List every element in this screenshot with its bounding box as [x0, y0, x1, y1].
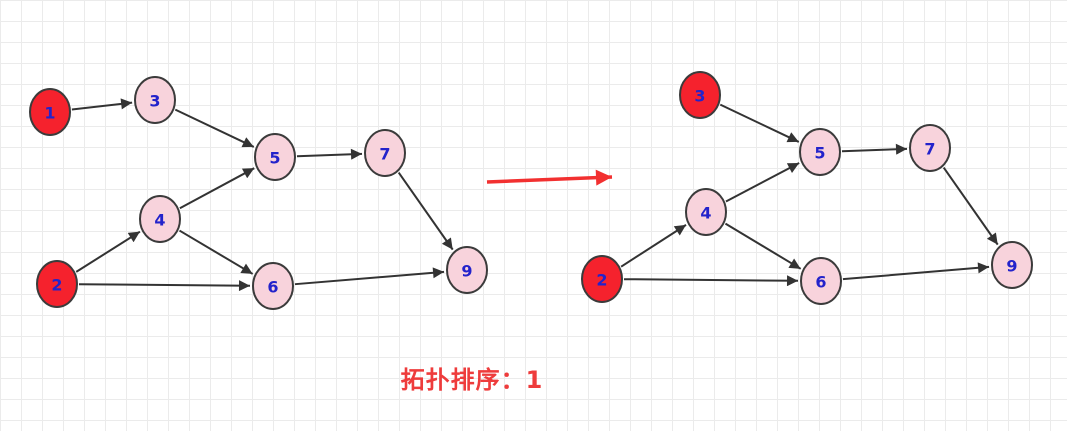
node-label: 4: [700, 204, 711, 223]
edge-3-5: [719, 103, 800, 143]
node-3: 3: [679, 71, 721, 119]
node-ellipse: [134, 76, 176, 124]
node-label: 2: [596, 271, 607, 290]
edge-7-9: [942, 166, 999, 246]
node-label: 4: [154, 211, 165, 230]
node-label: 5: [269, 149, 280, 168]
transition-arrow: [486, 169, 613, 186]
node-label: 3: [149, 92, 160, 111]
node-3: 3: [134, 76, 176, 124]
node-ellipse: [364, 129, 406, 177]
node-label: 3: [694, 87, 705, 106]
node-5: 5: [254, 133, 296, 181]
node-2: 2: [581, 255, 623, 303]
edge-2-4: [75, 230, 141, 273]
node-9: 9: [446, 246, 488, 294]
edge-3-5: [174, 108, 255, 148]
edge-2-4: [620, 224, 687, 268]
node-ellipse-highlighted: [581, 255, 623, 303]
edge-4-6: [178, 229, 254, 275]
node-ellipse: [252, 262, 294, 310]
edge-1-3: [71, 98, 133, 111]
node-ellipse: [446, 246, 488, 294]
node-ellipse: [799, 128, 841, 176]
edge-6-9: [294, 267, 445, 286]
node-label: 9: [461, 262, 472, 281]
node-label: 2: [51, 276, 62, 295]
node-label: 9: [1006, 257, 1017, 276]
node-ellipse: [991, 241, 1033, 289]
edge-7-9: [397, 171, 454, 251]
node-ellipse-highlighted: [36, 260, 78, 308]
node-ellipse: [800, 257, 842, 305]
node-5: 5: [799, 128, 841, 176]
node-2: 2: [36, 260, 78, 308]
node-label: 7: [379, 145, 390, 164]
node-1: 1: [29, 88, 71, 136]
node-label: 5: [814, 144, 825, 163]
node-9: 9: [991, 241, 1033, 289]
node-ellipse-highlighted: [679, 71, 721, 119]
caption-topological-order: 拓扑排序：1: [400, 366, 544, 394]
node-6: 6: [800, 257, 842, 305]
node-ellipse: [139, 195, 181, 243]
edge-6-9: [842, 262, 990, 281]
node-7: 7: [364, 129, 406, 177]
edge-4-5: [725, 162, 800, 203]
node-4: 4: [139, 195, 181, 243]
node-ellipse: [909, 124, 951, 172]
edge-2-6: [78, 280, 251, 292]
node-label: 7: [924, 140, 935, 159]
graph-before: 1 3 5 7 4 2 6 9: [29, 76, 488, 310]
edge-4-6: [724, 222, 802, 270]
node-label: 1: [44, 104, 55, 123]
node-label: 6: [267, 278, 278, 297]
edge-2-6: [623, 275, 799, 287]
node-4: 4: [685, 188, 727, 236]
edge-4-5: [179, 167, 255, 210]
edge-5-7: [841, 143, 908, 155]
node-ellipse-highlighted: [29, 88, 71, 136]
node-ellipse: [685, 188, 727, 236]
node-6: 6: [252, 262, 294, 310]
edge-5-7: [296, 148, 363, 160]
node-label: 6: [815, 273, 826, 292]
node-ellipse: [254, 133, 296, 181]
graph-after: 3 5 7 4 2 6 9: [581, 71, 1033, 305]
node-7: 7: [909, 124, 951, 172]
